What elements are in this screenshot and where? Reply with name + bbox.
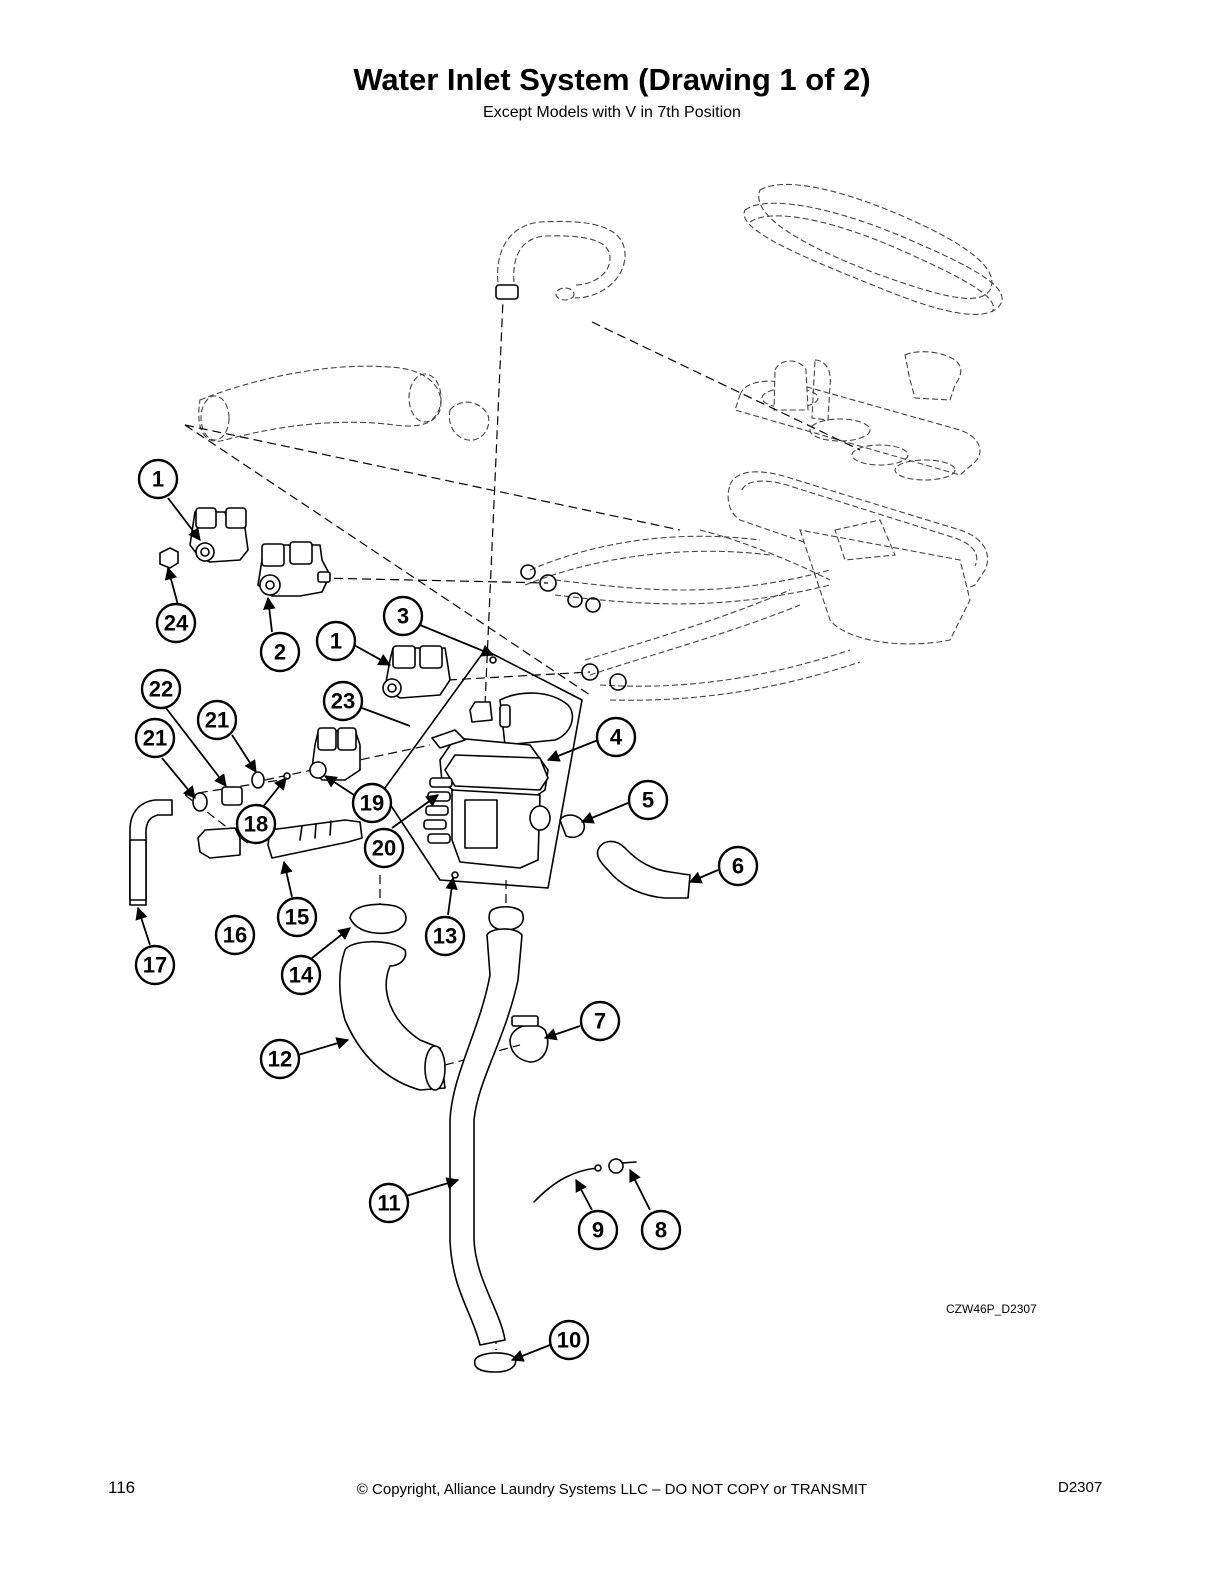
- callout: 15: [276, 896, 318, 938]
- callout: 4: [595, 716, 637, 758]
- callout-label: 10: [557, 1328, 581, 1353]
- callout: 17: [134, 944, 176, 986]
- water-valve-single: [309, 727, 361, 781]
- callout: 14: [280, 954, 322, 996]
- callout-label: 22: [149, 677, 173, 702]
- dispenser-housing: [381, 649, 583, 889]
- water-valve-mid: [382, 645, 451, 699]
- callout: 3: [382, 595, 424, 637]
- callout: 16: [214, 914, 256, 956]
- drawing-code: CZW46P_D2307: [946, 1302, 1037, 1316]
- callout: 7: [579, 1000, 621, 1042]
- callout-label: 8: [655, 1218, 667, 1243]
- callout: 19: [351, 782, 393, 824]
- callout: 1: [137, 458, 179, 500]
- callout-leaders: [135, 497, 719, 1362]
- callout: 18: [235, 803, 277, 845]
- callout: 5: [627, 779, 669, 821]
- callout: 21: [196, 699, 238, 741]
- callout-label: 1: [152, 467, 164, 492]
- water-valve-lower: [257, 541, 331, 597]
- callout: 1: [315, 620, 357, 662]
- callout: 10: [548, 1319, 590, 1361]
- callout-label: 7: [594, 1009, 606, 1034]
- page-subtitle: Except Models with V in 7th Position: [483, 104, 741, 121]
- callout: 11: [368, 1182, 410, 1224]
- callout: 9: [577, 1209, 619, 1251]
- callout-label: 17: [143, 953, 167, 978]
- callout-label: 15: [285, 905, 309, 930]
- parts: [129, 507, 691, 1373]
- callout-label: 20: [372, 836, 396, 861]
- page-title: Water Inlet System (Drawing 1 of 2): [353, 62, 871, 97]
- callout-label: 11: [377, 1191, 400, 1216]
- document-code: D2307: [1058, 1479, 1103, 1496]
- callout: 12: [259, 1038, 301, 1080]
- callout-label: 3: [397, 604, 409, 629]
- callout: 22: [140, 668, 182, 710]
- callout: 13: [424, 915, 466, 957]
- callout-label: 5: [642, 788, 654, 813]
- callout-label: 24: [164, 611, 189, 636]
- callouts: 1 24 2 3 1 22 21 21 23 4 19 18 5 20 6 17…: [134, 458, 759, 1361]
- callout-label: 14: [289, 963, 314, 988]
- callout-label: 23: [331, 689, 355, 714]
- callout-label: 1: [330, 629, 342, 654]
- callout: 2: [259, 631, 301, 673]
- callout: 8: [640, 1209, 682, 1251]
- callout-label: 19: [360, 791, 384, 816]
- page-number: 116: [108, 1478, 136, 1497]
- callout: 20: [363, 827, 405, 869]
- callout-label: 21: [205, 708, 229, 733]
- callout: 21: [134, 717, 176, 759]
- callout-label: 6: [732, 854, 744, 879]
- callout: 6: [717, 845, 759, 887]
- callout: 24: [155, 602, 197, 644]
- callout: 23: [322, 680, 364, 722]
- callout-label: 21: [143, 726, 167, 751]
- copyright-notice: © Copyright, Alliance Laundry Systems LL…: [356, 1481, 868, 1498]
- callout-label: 2: [274, 640, 286, 665]
- phantom-dispenser-assembly: [198, 183, 1003, 701]
- callout-label: 9: [592, 1218, 604, 1243]
- callout-label: 18: [244, 812, 268, 837]
- callout-label: 13: [433, 924, 457, 949]
- callout-label: 4: [610, 725, 623, 750]
- callout-label: 16: [223, 923, 247, 948]
- callout-label: 12: [268, 1047, 292, 1072]
- water-valve-upper: [189, 507, 249, 563]
- alignment-lines: [184, 299, 681, 1350]
